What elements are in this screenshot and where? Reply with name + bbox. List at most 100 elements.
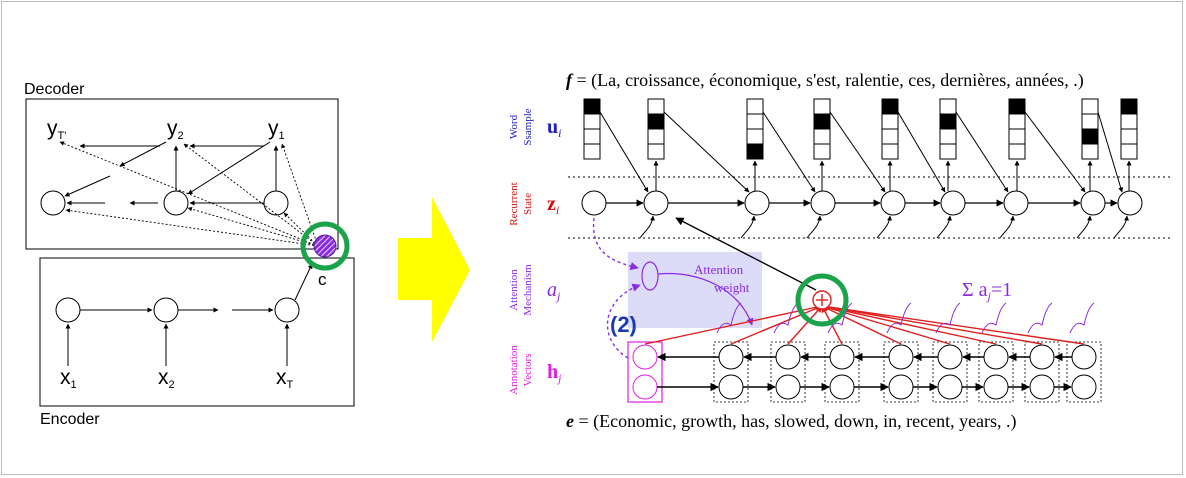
word-to-state-arrow (955, 111, 1009, 193)
source-sentence: e = (Economic, growth, has, slowed, down… (566, 411, 1017, 432)
annotation-backward-node (937, 344, 963, 370)
decoder-state-node-T (40, 190, 66, 216)
decoder-box (25, 98, 339, 250)
recurrent-state-node (810, 190, 836, 216)
word-sample-cell (881, 98, 899, 115)
word-sample-cell (881, 128, 899, 145)
encoder-arrows (65, 263, 313, 366)
word-sample-cell (881, 113, 899, 130)
dynamic-diagram-layer (581, 98, 1143, 403)
svg-text:State: State (522, 193, 534, 215)
word-sample-cell (813, 143, 831, 160)
attention-weight-arc (773, 302, 799, 334)
annotation-to-context-line (787, 305, 823, 345)
word-sample-cell (647, 143, 665, 160)
decoder-label: Decoder (24, 81, 85, 98)
svg-text:Mechanism: Mechanism (522, 264, 534, 316)
encoder-node-2 (153, 297, 179, 323)
state-to-attention-arrow (592, 217, 639, 271)
svg-text:aj: aj (547, 279, 561, 303)
word-sample-cell (583, 128, 601, 145)
annotation-backward-node (1071, 344, 1097, 370)
recurrent-state-node (1003, 190, 1029, 216)
annotation-column-box (978, 341, 1014, 403)
annotation-forward-node (775, 374, 801, 400)
svg-text:ui: ui (547, 116, 561, 140)
row-label-annotation-vectors: Annotation Vectors hj (508, 345, 562, 395)
annotation-backward-node (888, 344, 914, 370)
attention-weight-node (641, 261, 659, 291)
word-sample-cell (1120, 143, 1138, 160)
svg-text:Recurrent: Recurrent (508, 182, 520, 225)
attention-text-2: weight (714, 280, 750, 295)
annotation-column-box (1024, 341, 1060, 403)
annotation-forward-node (632, 374, 658, 400)
attention-weight-arc (716, 302, 742, 334)
output-label-y2: y2 (167, 117, 184, 142)
svg-text:Annotation: Annotation (508, 345, 520, 395)
annotation-to-context-line (821, 303, 1085, 345)
word-sample-cell (746, 143, 764, 160)
word-sample-cell (1081, 98, 1099, 115)
annotation-backward-node (632, 344, 658, 370)
context-to-state-arrow (936, 215, 953, 239)
context-to-state-arrow-main (675, 217, 817, 291)
word-sample-cell (1081, 143, 1099, 160)
word-sample-cell (583, 143, 601, 160)
context-to-state-arrow (1076, 215, 1093, 239)
output-label-y1: y1 (268, 117, 285, 142)
annotation-column-box (770, 341, 806, 403)
encoder-label: Encoder (40, 411, 100, 428)
recurrent-state-node (880, 190, 906, 216)
context-to-state-arrow (806, 215, 823, 239)
svg-text:Vectors: Vectors (522, 354, 534, 387)
svg-text:hj: hj (547, 361, 562, 385)
annotation-forward-node (1029, 374, 1055, 400)
attention-text-1: Attention (694, 262, 744, 277)
context-to-state-arrow (876, 215, 893, 239)
word-sample-cell (1120, 113, 1138, 130)
word-to-state-arrow (1097, 111, 1124, 193)
annotation-to-context-line (644, 303, 823, 345)
output-label-yT: yT' (47, 117, 66, 142)
context-to-state-arrow (639, 215, 656, 239)
annotation-forward-node (829, 374, 855, 400)
word-sample-cell (746, 113, 764, 130)
word-sample-cell (881, 143, 899, 160)
encoder-node-1 (55, 297, 81, 323)
word-sample-cell (813, 128, 831, 145)
word-sample-cell (1120, 128, 1138, 145)
annotation-to-context-line (821, 303, 1043, 345)
word-to-state-arrow (1024, 111, 1086, 193)
right-diagram: f = (La, croissance, économique, s'est, … (508, 70, 1172, 432)
recurrent-state-node (581, 190, 607, 216)
decoder-state-node-2 (163, 190, 189, 216)
attention-weight-arrow (657, 272, 754, 326)
row-label-recurrent-state: Recurrent State zi (508, 182, 559, 225)
word-to-state-arrow (829, 111, 886, 193)
encoder-box (39, 257, 355, 407)
word-sample-cell (746, 128, 764, 145)
word-to-state-arrow (599, 111, 649, 193)
attention-weight-arc (935, 302, 961, 334)
word-sample-cell (1008, 113, 1026, 130)
decoder-arrows (64, 141, 279, 206)
context-highlight-ring-right (795, 273, 849, 327)
word-to-state-arrow (663, 111, 750, 193)
input-label-x2: x2 (158, 366, 175, 391)
svg-text:Attention: Attention (508, 269, 520, 311)
word-sample-cell (1120, 98, 1138, 115)
attention-weight-arc (1027, 302, 1053, 334)
annotation-backward-node (829, 344, 855, 370)
annotation-to-context-line (821, 303, 997, 345)
word-sample-cell (939, 98, 957, 115)
encoder-node-T (274, 297, 300, 323)
annotation-to-context-line (821, 305, 843, 345)
annotation-column-box (932, 341, 968, 403)
annotation-forward-node (983, 374, 1009, 400)
context-dotted-arrows (59, 141, 319, 247)
context-highlight-ring (300, 221, 350, 271)
word-sample-cell (583, 98, 601, 115)
